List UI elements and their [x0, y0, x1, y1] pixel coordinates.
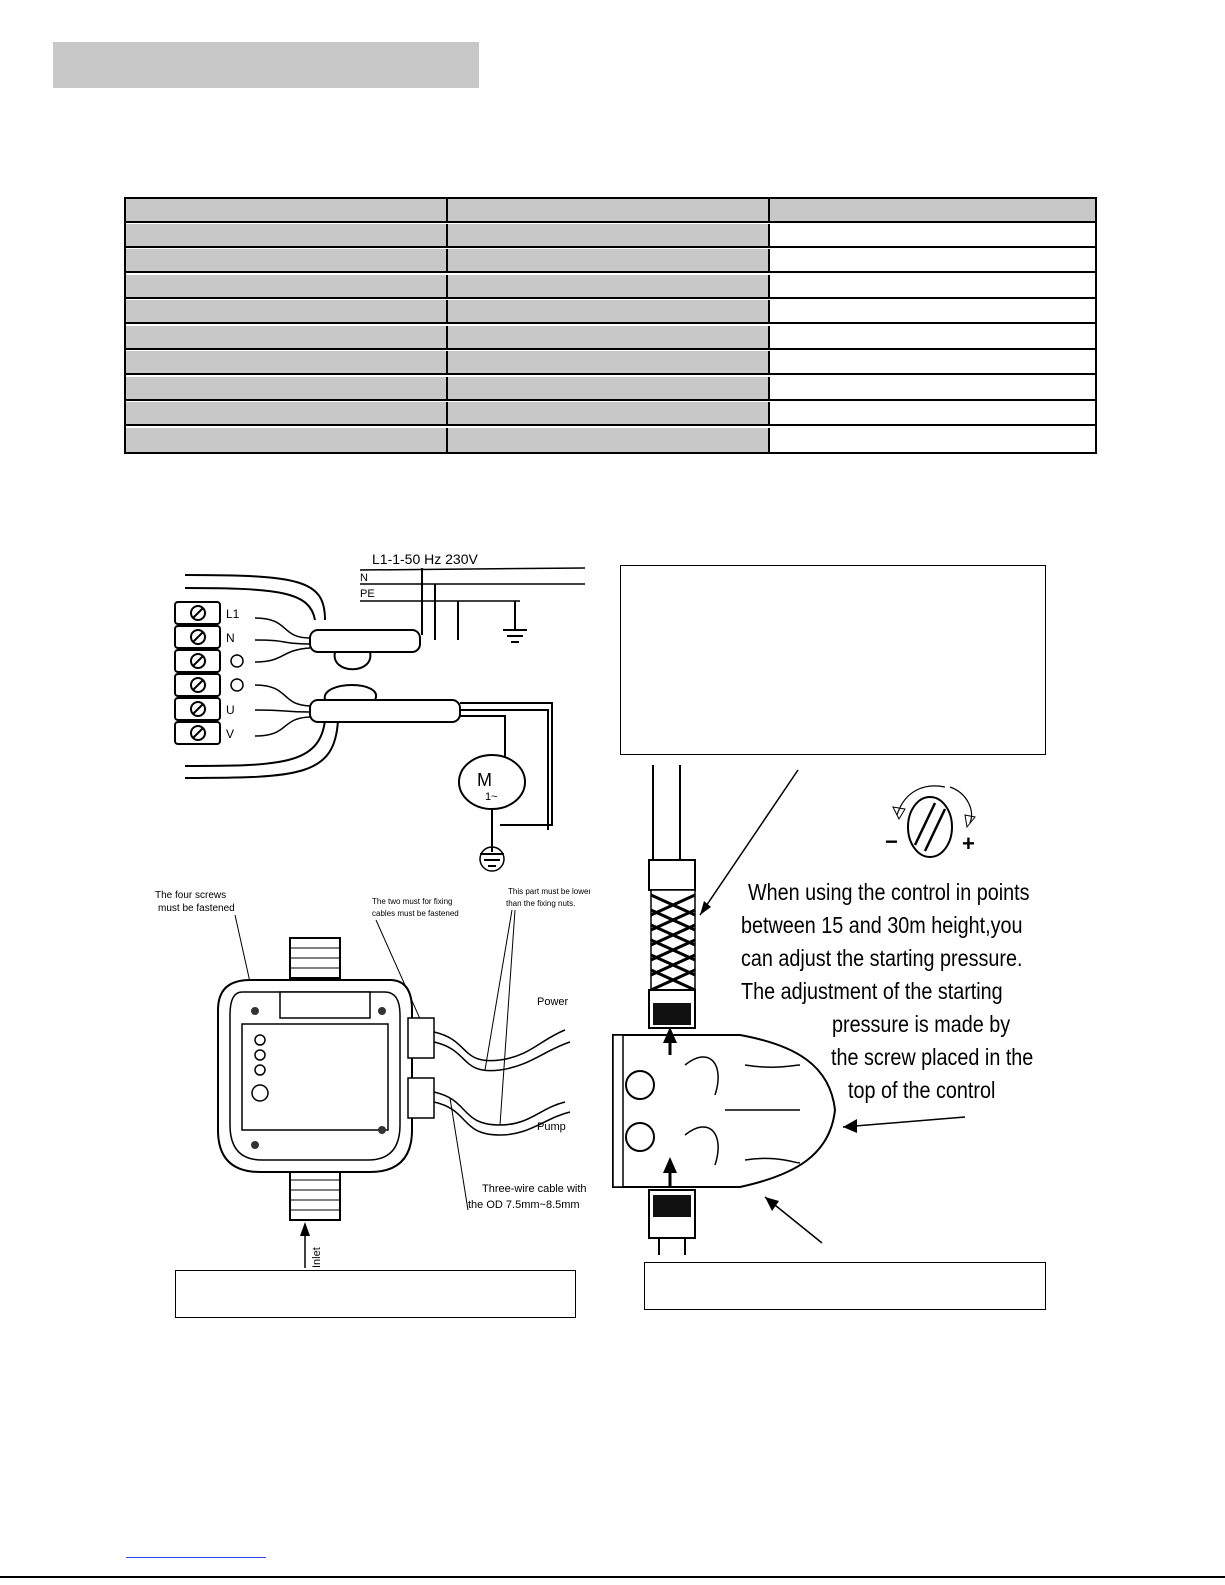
motor-symbol: M — [477, 770, 492, 790]
cable-nut-note-line: cables must be fastened — [372, 909, 459, 918]
terminal-label: L1 — [226, 607, 240, 621]
spec-table — [124, 197, 1097, 454]
table-row — [126, 249, 1095, 273]
table-row — [126, 402, 1095, 426]
table-row — [126, 326, 1095, 350]
screw-icon — [251, 1141, 259, 1149]
inlet-label: Inlet — [311, 1247, 323, 1268]
ground-icon — [479, 846, 505, 872]
footer-link-underline — [126, 1557, 266, 1558]
screws-note-line: The four screws — [155, 890, 226, 901]
adjustment-text-line: The adjustment of the starting — [741, 978, 1003, 1004]
reset-button-icon — [251, 1084, 269, 1102]
adjustment-text-line: When using the control in points — [748, 879, 1030, 905]
note-box — [620, 565, 1046, 755]
terminal-label: V — [226, 727, 234, 741]
table-row — [126, 275, 1095, 299]
pressure-screw-icon — [892, 785, 976, 858]
indicator-led-icon — [254, 1064, 266, 1076]
table-row — [126, 377, 1095, 401]
terminal-block — [174, 601, 221, 745]
adjustment-text-line: pressure is made by — [832, 1011, 1011, 1037]
section-header-bar — [53, 42, 479, 88]
adjustment-text-line: top of the control — [848, 1077, 996, 1103]
pump-label: Pump — [537, 1121, 566, 1133]
cable-note-line: Three-wire cable with — [482, 1183, 587, 1195]
increase-sign: + — [962, 831, 975, 856]
motor-phase: 1~ — [485, 791, 498, 803]
braided-hose-icon — [650, 889, 696, 992]
cable-note-line: the OD 7.5mm~8.5mm — [468, 1199, 580, 1211]
adjustment-text-line: can adjust the starting pressure. — [741, 945, 1023, 971]
decrease-sign: − — [885, 829, 898, 854]
supply-label: L1-1-50 Hz 230V — [372, 551, 479, 567]
screws-note-line: must be fastened — [158, 903, 235, 914]
caption-box — [175, 1270, 576, 1318]
earth-label: PE — [360, 588, 375, 600]
terminal-label: U — [226, 703, 235, 717]
earth-terminal-icon — [230, 678, 244, 692]
neutral-label: N — [360, 572, 368, 584]
wiring-diagram: L1-1-50 Hz 230V N PE L1 N U V — [174, 551, 586, 872]
cable-nut-note-line: The two must for fixing — [372, 897, 452, 906]
bottom-rule — [0, 1576, 1225, 1578]
indicator-led-icon — [254, 1049, 266, 1061]
caption-box — [644, 1262, 1046, 1310]
power-label: Power — [537, 996, 569, 1008]
lower-part-note-line: This part must be lower — [508, 887, 590, 896]
control-unit-diagram: The four screws must be fastened The two… — [155, 887, 590, 1268]
table-header-row — [126, 199, 1095, 223]
screw-icon — [251, 1007, 259, 1015]
earth-terminal-icon — [230, 654, 244, 668]
table-row — [126, 300, 1095, 324]
adjustment-text-line: between 15 and 30m height,you — [741, 912, 1023, 938]
adjustment-text-line: the screw placed in the — [831, 1044, 1034, 1070]
lower-part-note-line: than the fixing nuts. — [506, 899, 575, 908]
table-row — [126, 224, 1095, 248]
screw-icon — [378, 1126, 386, 1134]
indicator-led-icon — [254, 1034, 266, 1046]
terminal-label: N — [226, 631, 235, 645]
screw-icon — [378, 1007, 386, 1015]
table-row — [126, 351, 1095, 375]
pressure-switch-diagram: − + — [612, 765, 976, 1255]
table-row — [126, 428, 1095, 452]
